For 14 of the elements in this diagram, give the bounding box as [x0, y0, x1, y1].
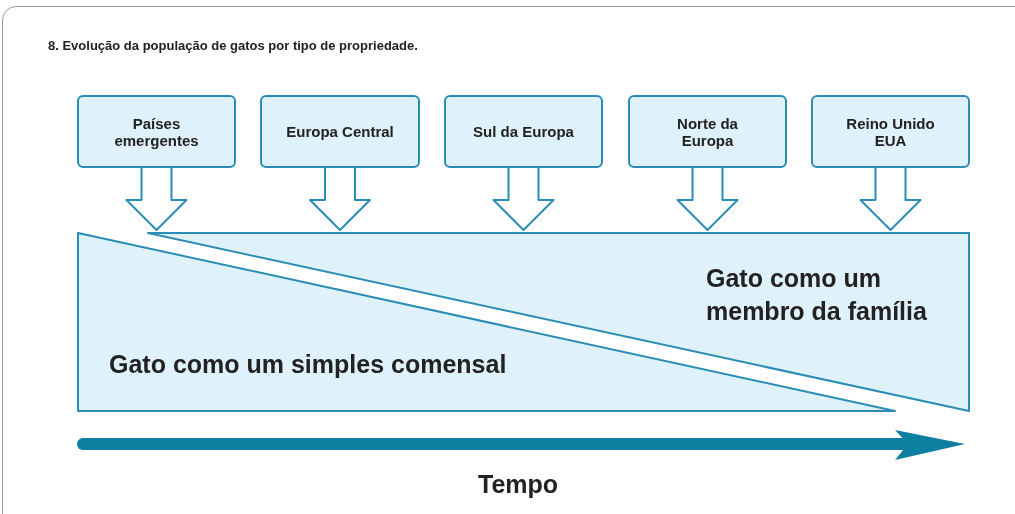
axis-label: Tempo: [478, 470, 559, 499]
region-box: Sul da Europa: [444, 95, 603, 168]
block-arrow: [859, 167, 922, 231]
region-box: Norte da Europa: [628, 95, 787, 168]
area-label: Gato como um membro da família: [706, 263, 928, 327]
block-arrow: [676, 167, 739, 231]
block-arrow: [309, 167, 371, 231]
block-arrow: [492, 167, 555, 231]
figure-title: 8. Evolução da população de gatos por tipo de propriedade.: [48, 38, 418, 53]
region-box: Europa Central: [260, 95, 420, 168]
region-box: Reino Unido EUA: [811, 95, 970, 168]
region-box: Países emergentes: [77, 95, 236, 168]
block-arrow: [125, 167, 188, 231]
area-label: Gato como um simples comensal: [109, 349, 508, 380]
